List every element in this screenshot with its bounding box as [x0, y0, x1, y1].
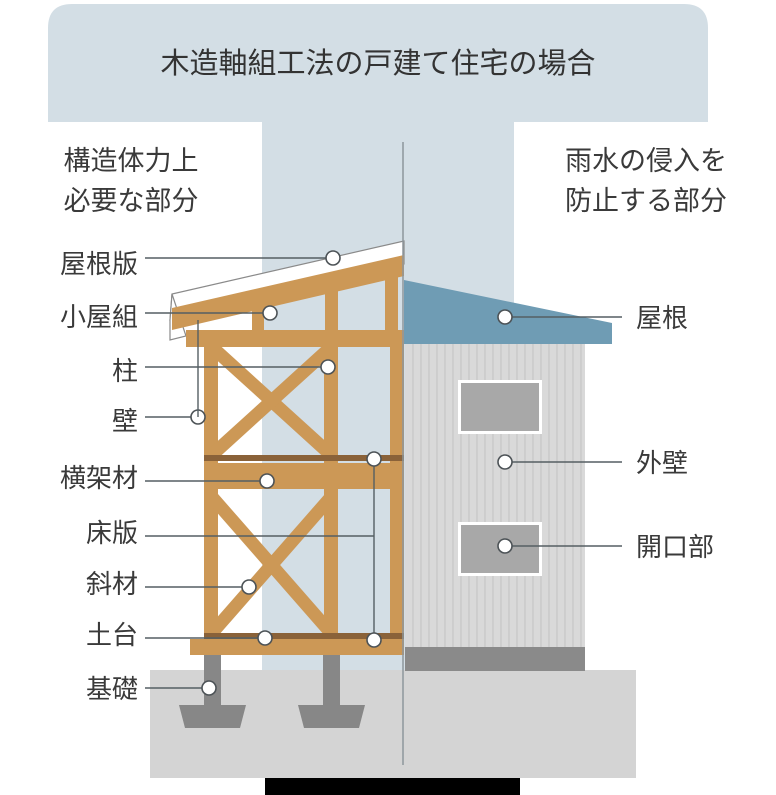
exterior-building	[404, 280, 612, 671]
label-foundation: 基礎	[86, 674, 138, 704]
dot-opening	[497, 538, 513, 554]
truss-post-3	[385, 269, 398, 344]
label-wall: 壁	[112, 406, 138, 436]
dot-foundation	[201, 680, 217, 696]
label-exterior-wall: 外壁	[636, 448, 688, 478]
rafter	[172, 255, 404, 330]
siding-grooves	[412, 344, 582, 647]
dot-sill	[257, 630, 273, 646]
label-column: 柱	[112, 356, 138, 386]
left-leader-lines	[145, 250, 382, 696]
right-leader-lines	[497, 309, 622, 554]
mid-beam	[204, 463, 404, 489]
timber-frame	[169, 240, 405, 655]
left-header-line2: 必要な部分	[64, 186, 199, 216]
window-lower	[458, 522, 542, 576]
pier-2	[298, 655, 365, 728]
dot-column	[320, 359, 336, 375]
dot-floor-slab-top	[366, 451, 382, 467]
dot-floor-slab-bottom	[366, 632, 382, 648]
bottom-bar	[265, 778, 520, 795]
left-column-header: 構造体力上 必要な部分	[64, 146, 199, 216]
truss-post-2	[325, 283, 338, 344]
right-column-header: 雨水の侵入を 防止する部分	[565, 146, 727, 216]
right-labels: 屋根 外壁 開口部	[636, 303, 714, 562]
post-upper-right	[390, 347, 404, 465]
label-sill: 土台	[86, 620, 138, 650]
dot-roof	[497, 309, 513, 325]
post-lower-mid	[324, 489, 338, 642]
sill-beam	[190, 639, 404, 655]
label-roof-slab: 屋根版	[60, 249, 138, 279]
label-roof: 屋根	[636, 303, 688, 333]
brace-upper	[207, 342, 336, 460]
exterior-base-slab	[405, 647, 585, 671]
dot-roof-truss	[262, 305, 278, 321]
left-header-line1: 構造体力上	[64, 146, 199, 176]
window-upper	[458, 380, 542, 434]
label-horizontal-member: 横架材	[60, 463, 138, 493]
floor-slab-upper	[204, 455, 404, 461]
label-opening: 開口部	[636, 532, 714, 562]
right-header-line1: 雨水の侵入を	[565, 146, 727, 176]
ground-floor-slab	[204, 633, 404, 639]
page-title: 木造軸組工法の戸建て住宅の場合	[160, 47, 595, 80]
title-band	[48, 4, 708, 122]
left-labels: 屋根版 小屋組 柱 壁 横架材 床版 斜材 土台 基礎	[60, 249, 138, 704]
post-lower-left	[204, 489, 218, 642]
label-roof-truss: 小屋組	[60, 302, 138, 332]
dot-roof-slab	[325, 250, 341, 266]
label-floor-slab: 床版	[86, 518, 138, 548]
dot-brace	[241, 579, 257, 595]
background-panels	[48, 4, 708, 778]
right-header-line2: 防止する部分	[565, 186, 727, 216]
post-lower-right	[390, 489, 404, 642]
brace-lower	[207, 492, 336, 638]
label-brace: 斜材	[86, 569, 138, 599]
post-upper-left	[204, 330, 218, 465]
top-beam	[186, 330, 404, 347]
dot-horizontal-member	[259, 473, 275, 489]
dot-exterior-wall	[497, 454, 513, 470]
foundation-piers	[179, 655, 365, 728]
